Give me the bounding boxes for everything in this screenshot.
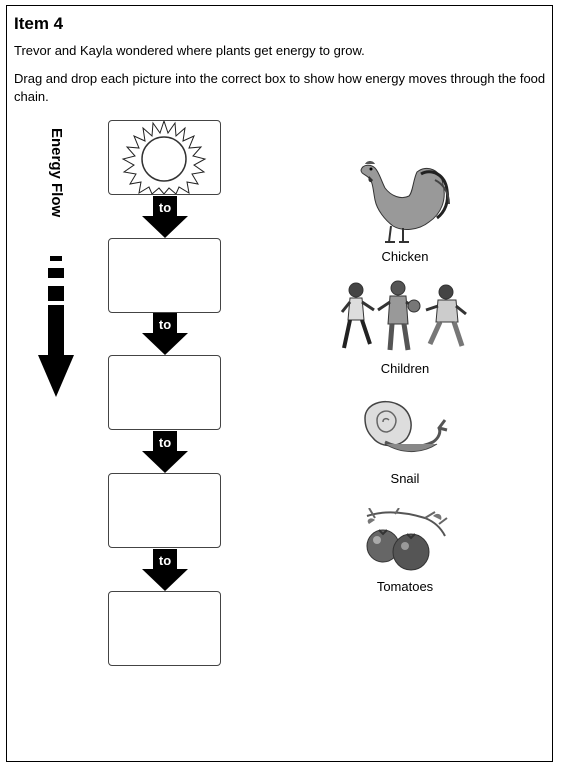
to-label: to <box>158 200 172 215</box>
drop-box-1[interactable] <box>108 238 221 313</box>
tomatoes-icon <box>366 507 448 571</box>
choice-children[interactable]: Children <box>338 280 472 376</box>
drop-box-4[interactable] <box>108 591 221 666</box>
energy-flow-text: Energy Flow <box>48 128 65 218</box>
snail-icon <box>364 400 448 452</box>
choice-label: Chicken <box>381 249 429 264</box>
down-arrow-icon <box>142 313 188 355</box>
choice-chicken[interactable]: Chicken <box>355 160 455 264</box>
down-arrow-icon <box>142 549 188 591</box>
item-title: Item 4 <box>14 14 64 33</box>
choice-label: Snail <box>390 471 420 486</box>
children-icon <box>340 280 467 351</box>
down-arrow-icon <box>142 431 188 473</box>
energy-flow-dash <box>50 256 62 261</box>
energy-flow-dash <box>48 286 64 301</box>
instruction-text: Drag and drop each picture into the corr… <box>14 71 546 104</box>
question-text: Trevor and Kayla wondered where plants g… <box>14 43 365 58</box>
choice-tomatoes[interactable]: Tomatoes <box>355 507 455 594</box>
down-arrow-icon <box>142 196 188 238</box>
choice-label: Tomatoes <box>376 579 434 594</box>
sun-icon <box>121 121 207 194</box>
to-arrow: to <box>142 196 188 238</box>
to-label: to <box>158 317 172 332</box>
to-arrow: to <box>142 431 188 473</box>
to-arrow: to <box>142 313 188 355</box>
drop-box-3[interactable] <box>108 473 221 548</box>
to-label: to <box>158 435 172 450</box>
choice-label: Children <box>380 361 430 376</box>
to-arrow: to <box>142 549 188 591</box>
to-label: to <box>158 553 172 568</box>
choice-snail[interactable]: Snail <box>355 398 455 486</box>
item-frame <box>6 5 553 762</box>
energy-flow-dash <box>48 268 64 278</box>
energy-flow-label: Energy Flow <box>47 128 67 238</box>
sun-box <box>108 120 221 195</box>
chicken-icon <box>360 161 450 243</box>
drop-box-2[interactable] <box>108 355 221 430</box>
energy-flow-arrow-icon <box>38 305 74 397</box>
